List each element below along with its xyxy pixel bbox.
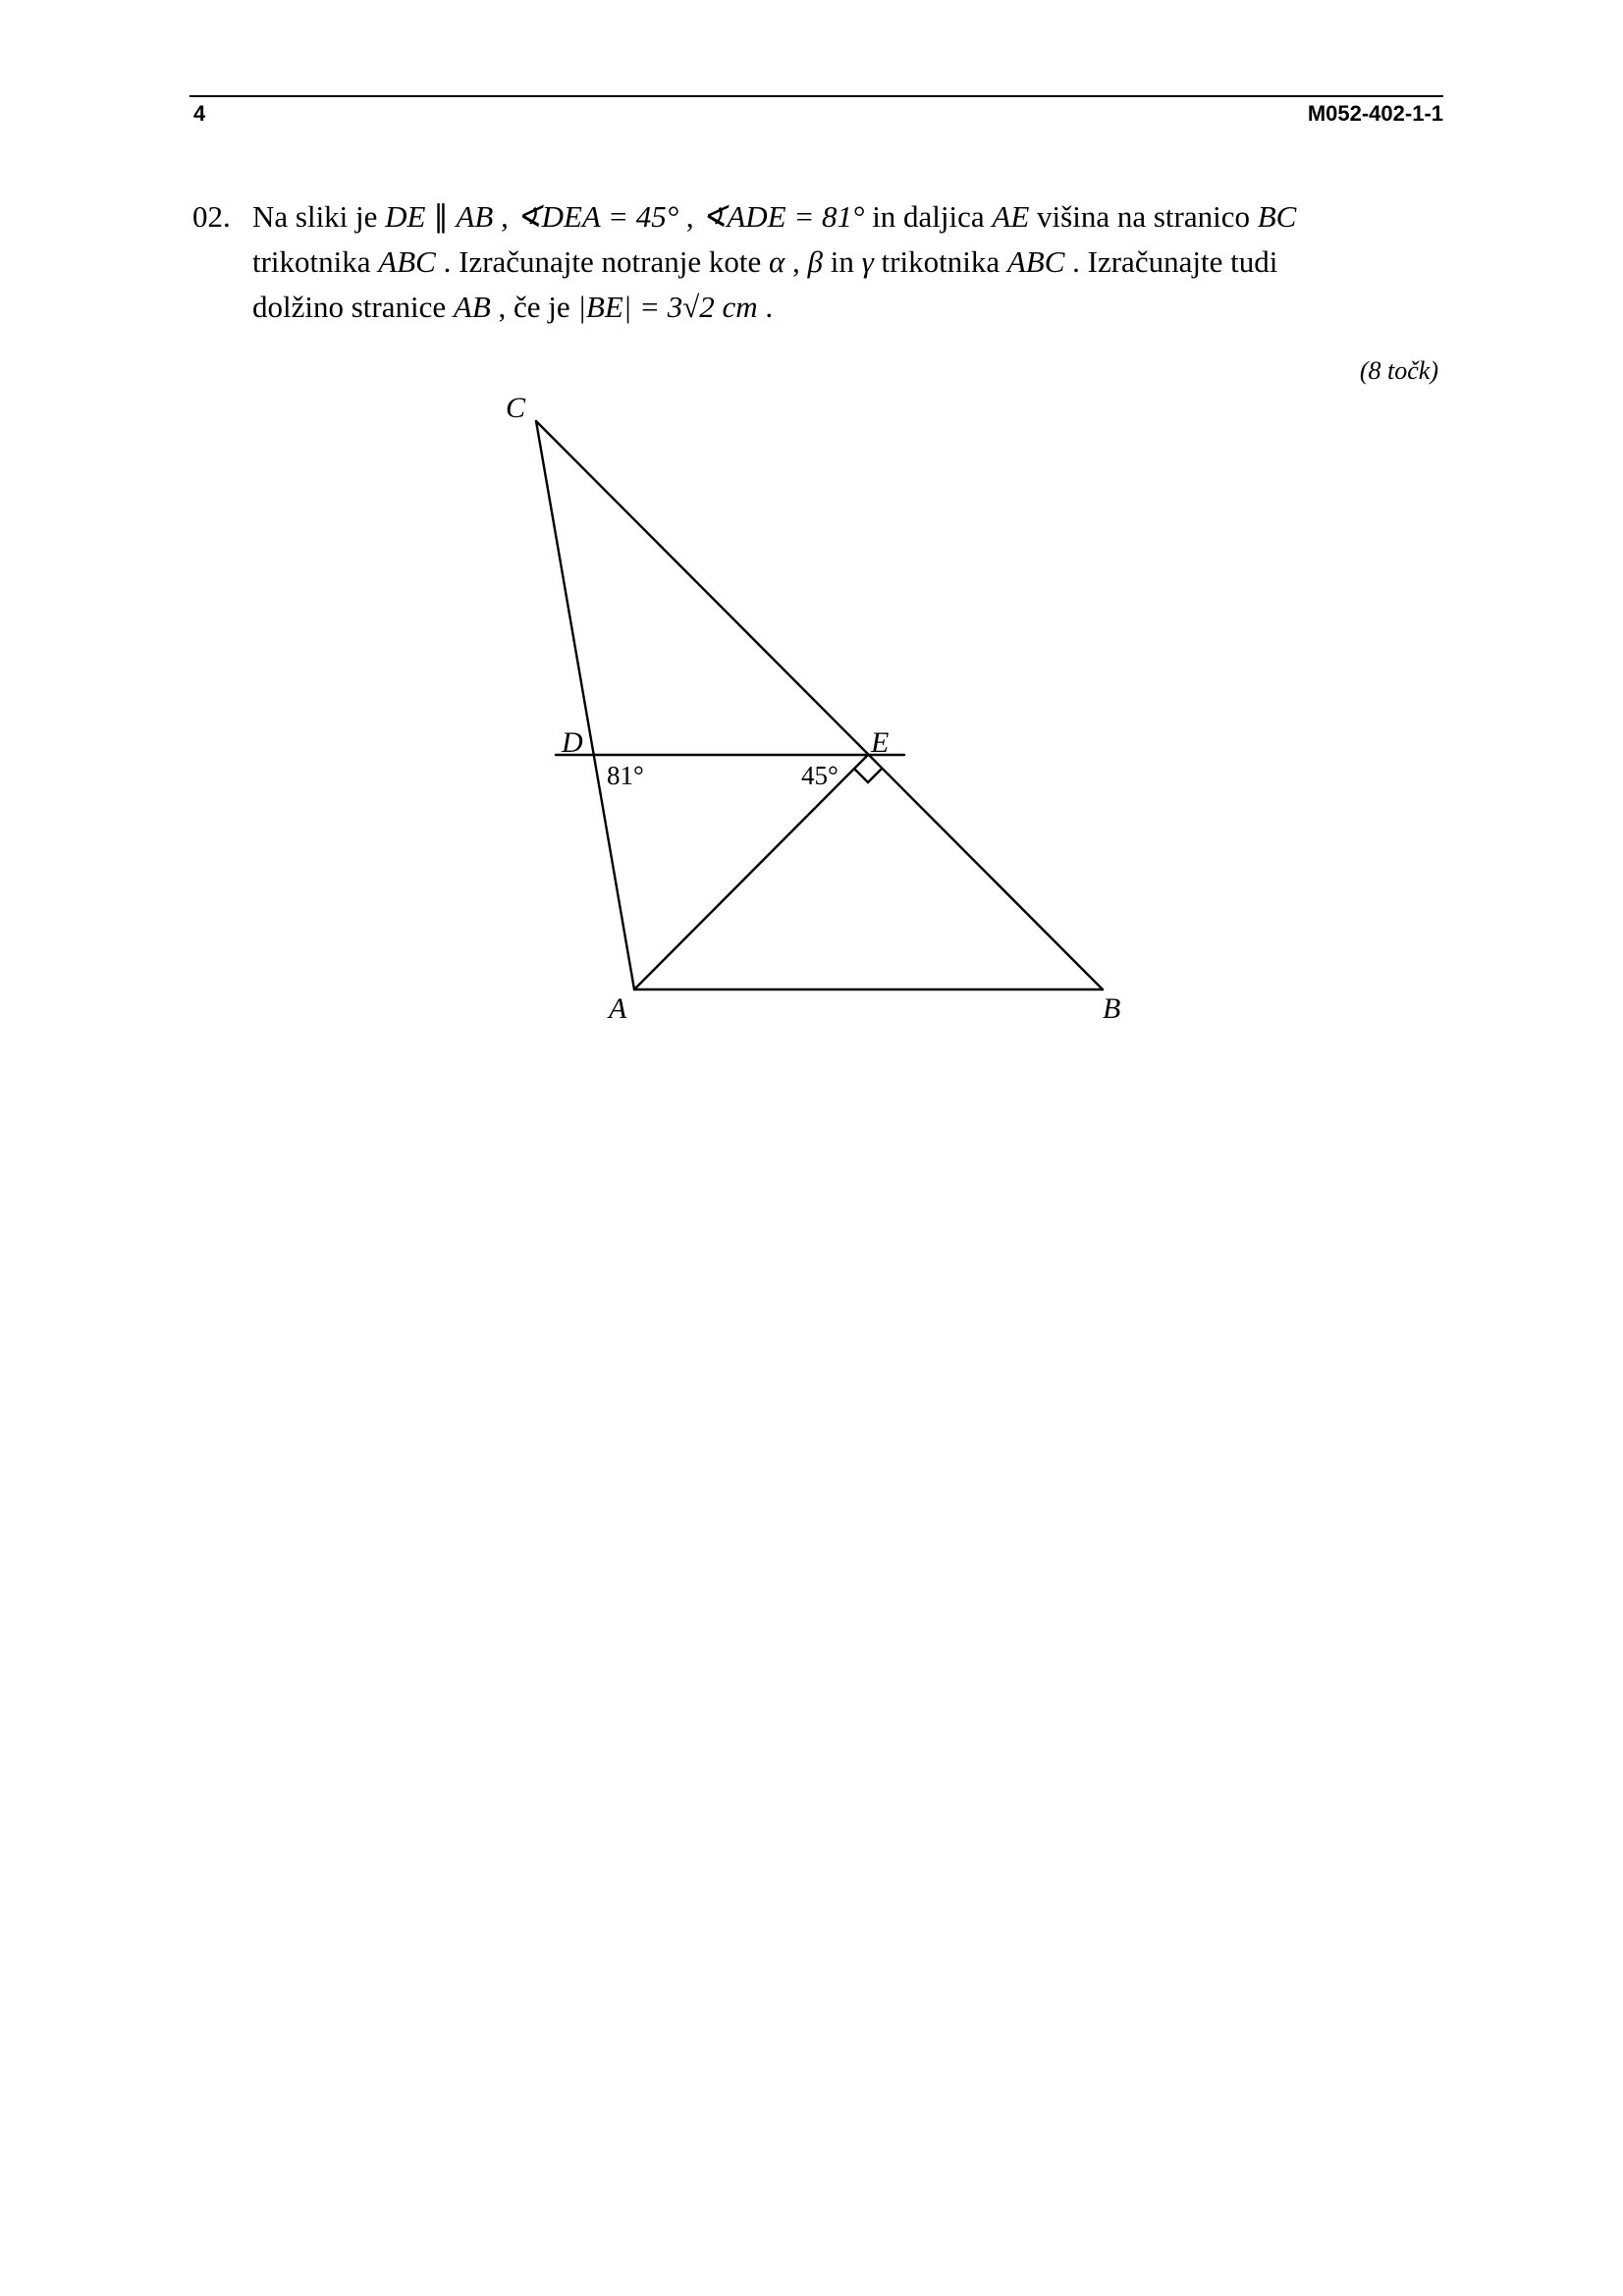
task-line-2: trikotnika ABC . Izračunajte notranje ko… — [252, 240, 1411, 285]
vertex-label-a: A — [607, 992, 627, 1025]
right-angle-marker — [852, 767, 884, 784]
points-label: (8 točk) — [1359, 356, 1438, 385]
segment-ab: AB — [456, 199, 494, 234]
angle-dea: ∢DEA = 45° — [515, 199, 679, 234]
text: . Izračunajte tudi — [1064, 244, 1278, 279]
segment-ae — [632, 753, 870, 991]
task-line-1: Na sliki je DE ∥ AB , ∢DEA = 45° , ∢ADE … — [252, 194, 1411, 240]
segment-ae: AE — [992, 199, 1030, 234]
text: , če je — [490, 290, 578, 324]
vertex-label-d: D — [561, 726, 583, 759]
text: dolžino stranice — [252, 290, 454, 324]
text: . Izračunajte notranje kote — [435, 244, 769, 279]
text: , — [784, 244, 808, 279]
side-cb — [534, 419, 1105, 991]
angle-label-d: 81° — [607, 761, 644, 790]
triangle-abc: ABC — [1006, 244, 1065, 279]
task-number: 02. — [192, 199, 231, 234]
angle-label-e: 45° — [801, 761, 839, 790]
segment-ab: AB — [453, 290, 491, 324]
angle-ade: ∢ADE = 81° — [701, 199, 865, 234]
header-rule — [189, 95, 1443, 97]
text: višina na stranico — [1029, 199, 1258, 234]
angle-alpha: α — [768, 244, 785, 279]
text: . — [757, 290, 774, 324]
text: trikotnika — [873, 244, 1007, 279]
vertex-label-b: B — [1103, 992, 1120, 1025]
length-be-expression: |BE| = 3√2 cm — [577, 290, 758, 324]
segment-bc: BC — [1257, 199, 1297, 234]
text: trikotnika — [252, 244, 379, 279]
text: in — [822, 244, 862, 279]
side-ca — [534, 419, 636, 991]
vertex-label-c: C — [506, 392, 526, 424]
page-number: 4 — [193, 101, 206, 126]
triangle-abc: ABC — [378, 244, 436, 279]
vertex-label-e: E — [870, 726, 889, 759]
task-text: Na sliki je DE ∥ AB , ∢DEA = 45° , ∢ADE … — [252, 194, 1411, 330]
text: , — [493, 199, 516, 234]
text: in daljica — [864, 199, 993, 234]
angle-beta: β — [807, 244, 823, 279]
task-line-3: dolžino stranice AB , če je |BE| = 3√2 c… — [252, 285, 1411, 330]
angle-gamma: γ — [861, 244, 874, 279]
parallel-symbol: ∥ — [425, 199, 457, 234]
document-code: M052-402-1-1 — [1307, 101, 1443, 126]
segment-de: DE — [385, 199, 426, 234]
text: , — [678, 199, 702, 234]
text: Na sliki je — [252, 199, 386, 234]
